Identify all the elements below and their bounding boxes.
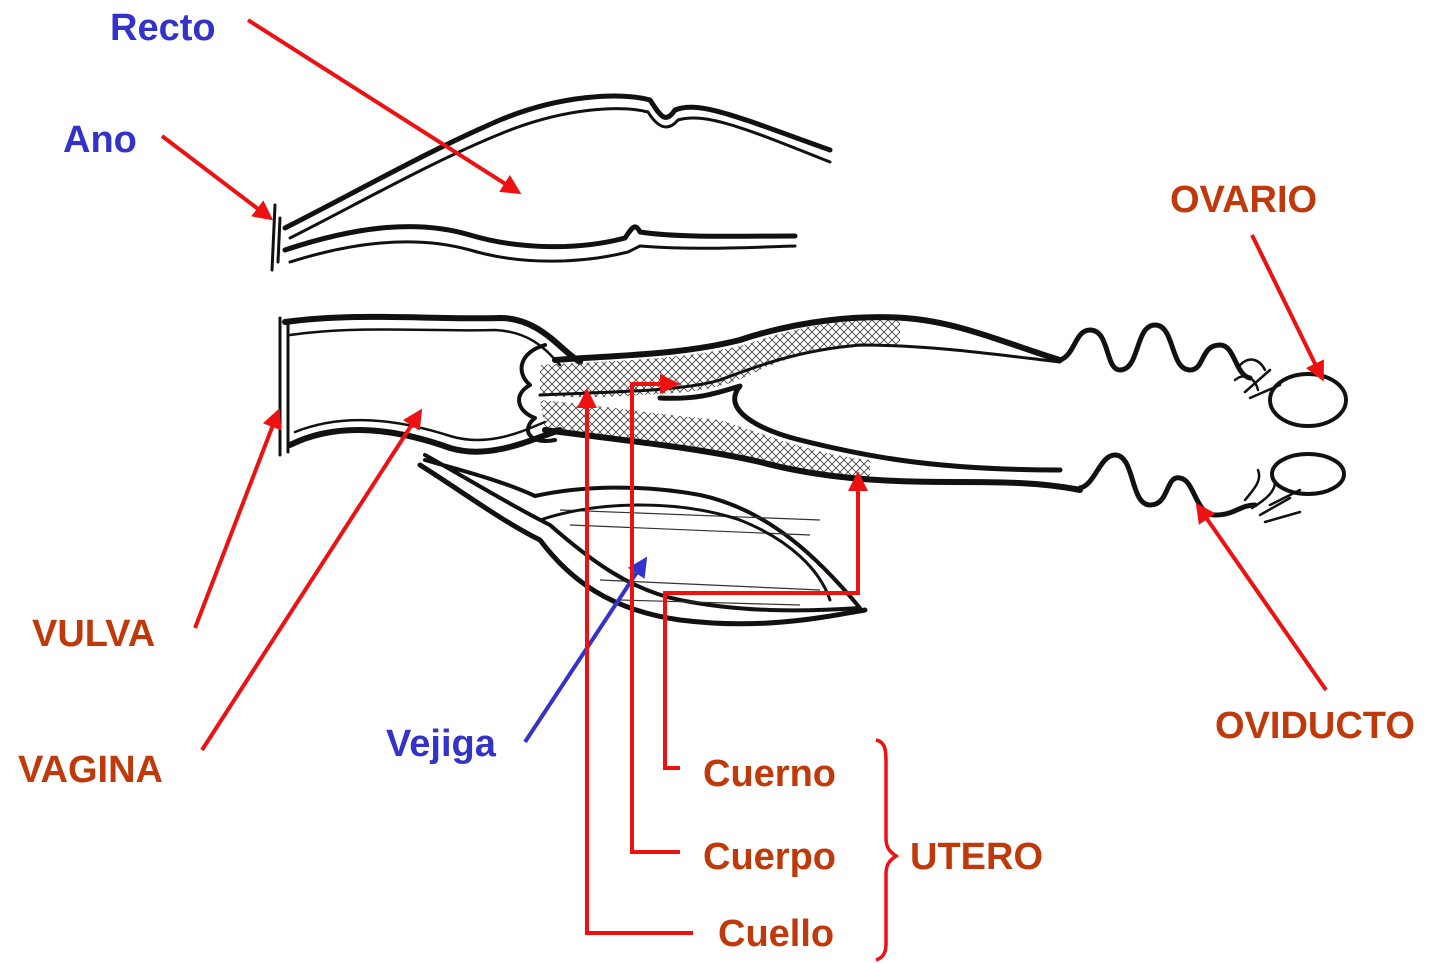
label-ovario: OVARIO	[1170, 179, 1317, 221]
label-recto: Recto	[110, 7, 216, 49]
label-vagina: VAGINA	[18, 749, 163, 791]
vulva-pointer	[195, 412, 278, 628]
label-oviducto: OVIDUCTO	[1215, 705, 1415, 747]
recto-pointer	[248, 20, 518, 192]
vagina-pointer	[202, 412, 420, 750]
rectum-drawing	[272, 96, 830, 270]
label-cuerno: Cuerno	[703, 753, 836, 795]
ano-pointer	[162, 136, 270, 218]
label-utero: UTERO	[910, 836, 1043, 878]
oviducto-pointer	[1198, 506, 1326, 690]
utero-brace	[876, 740, 896, 960]
label-cuello: Cuello	[718, 913, 834, 955]
pointer-arrows	[162, 20, 1326, 933]
ovario-pointer	[1252, 235, 1322, 378]
label-cuerpo: Cuerpo	[703, 836, 836, 878]
bladder-drawing	[420, 455, 865, 624]
label-vejiga: Vejiga	[386, 723, 497, 765]
tract-drawing	[280, 317, 1346, 522]
label-ano: Ano	[63, 119, 137, 161]
label-vulva: VULVA	[32, 613, 155, 655]
